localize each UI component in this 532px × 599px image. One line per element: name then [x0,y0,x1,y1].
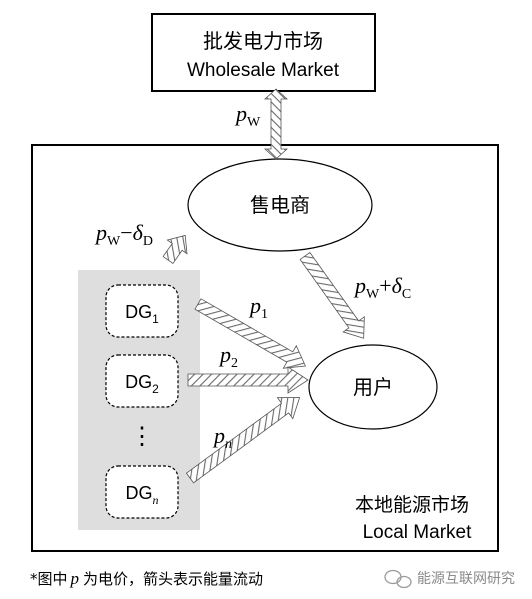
dg1-label: DG1 [125,302,159,326]
wholesale-market-title-cn: 批发电力市场 [203,29,323,53]
watermark-text: 能源互联网研究 [417,571,515,587]
dg2-label: DG2 [125,372,159,396]
consumer-ellipse [308,344,438,430]
retailer-ellipse [187,158,373,252]
price-dg1-label: p1 [248,293,268,322]
dgn-box [105,465,179,519]
consumer-label: 用户 [353,375,393,399]
dg1-box [105,284,179,338]
price-dg2-label: p2 [218,342,238,371]
dg-ellipsis: ⋮ [130,423,154,450]
dg2-to-consumer-arrow [187,366,309,394]
wholesale-market-title-en: Wholesale Market [187,60,340,81]
price-dgn-label: pn [212,423,232,452]
price-dg-to-retailer-label: pW−δD [94,220,153,249]
chat-bubble-icon [384,569,412,589]
local-market-box [31,144,499,552]
dgn-to-consumer-arrow [185,397,301,484]
retailer-to-consumer-arrow [299,251,365,339]
local-market-title-cn: 本地能源市场 [355,494,469,516]
dg-to-retailer-arrow [162,234,188,264]
price-wholesale-label: pW [234,101,261,130]
dg2-box [105,354,179,408]
retailer-label: 售电商 [250,193,310,217]
dg1-to-consumer-arrow [194,298,306,369]
price-retailer-to-consumer-label: pW+δC [353,273,411,302]
dgn-label: DGn [126,483,159,507]
wholesale-market-box [151,13,376,92]
wholesale-retailer-arrow [263,88,289,160]
watermark: 能源互联网研究 [384,569,515,589]
local-market-title-en: Local Market [363,522,472,543]
